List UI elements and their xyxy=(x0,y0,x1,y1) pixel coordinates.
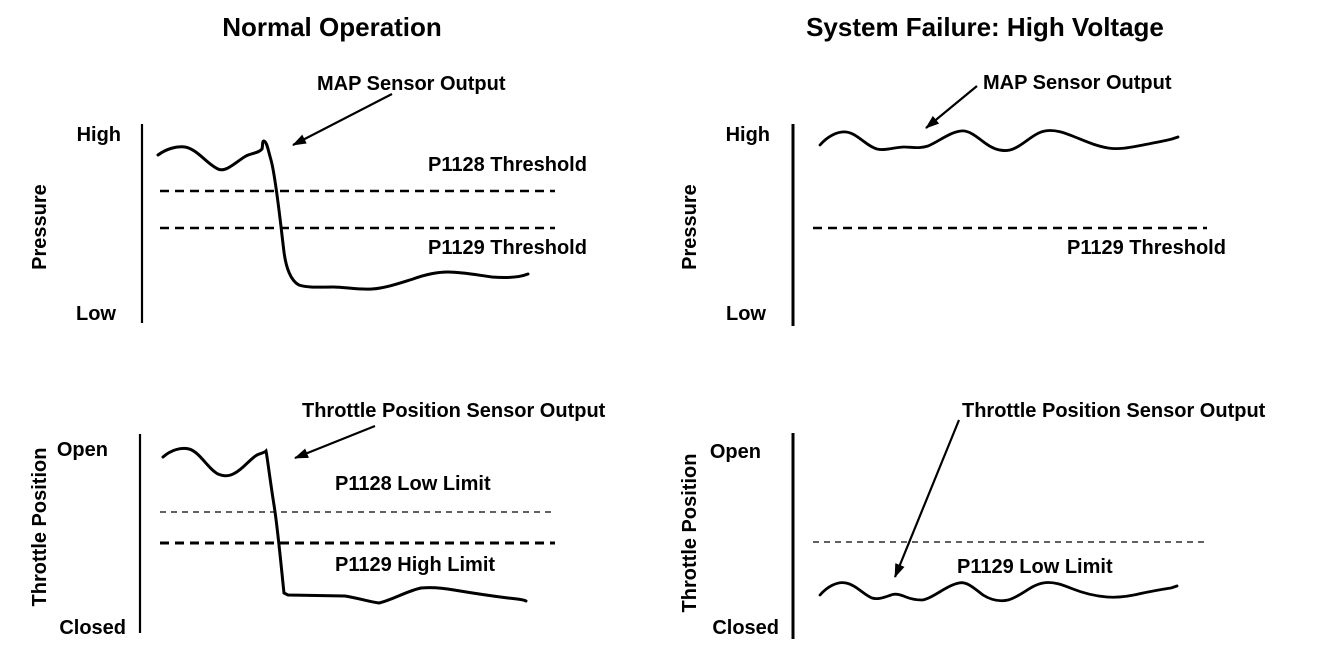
axis-min-label: Closed xyxy=(712,617,779,639)
sensor-output-label: Throttle Position Sensor Output xyxy=(962,400,1266,422)
annotation-arrow xyxy=(893,419,961,578)
limit-upper-label: P1128 Low Limit xyxy=(335,473,491,495)
tps-curve-failure xyxy=(818,581,1179,603)
panel-title-failure: System Failure: High Voltage xyxy=(806,12,1164,42)
tps-curve-normal xyxy=(161,446,528,605)
threshold-upper-label: P1128 Threshold xyxy=(428,154,587,176)
sensor-output-label: Throttle Position Sensor Output xyxy=(302,400,606,422)
map-curve-normal xyxy=(156,139,530,291)
axis-min-label: Low xyxy=(76,303,116,325)
limit-lower-label: P1129 High Limit xyxy=(335,554,495,576)
y-axis-title: Throttle Position xyxy=(29,448,51,607)
threshold-lower-label: P1129 Threshold xyxy=(428,237,587,259)
y-axis-title: Pressure xyxy=(679,184,701,270)
axis-min-label: Closed xyxy=(59,617,126,639)
threshold-label: P1129 Threshold xyxy=(1067,237,1226,259)
panel-title-normal: Normal Operation xyxy=(222,12,442,42)
sensor-output-label: MAP Sensor Output xyxy=(317,73,506,95)
axis-min-label: Low xyxy=(726,303,766,325)
y-axis-title: Pressure xyxy=(29,184,51,270)
annotation-arrow xyxy=(925,85,978,129)
limit-label: P1129 Low Limit xyxy=(957,556,1113,578)
sensor-output-label: MAP Sensor Output xyxy=(983,72,1172,94)
annotation-arrow xyxy=(294,424,376,460)
axis-max-label: High xyxy=(77,124,121,146)
annotation-arrow xyxy=(292,93,393,146)
axis-max-label: Open xyxy=(710,441,761,463)
axis-max-label: Open xyxy=(57,439,108,461)
map-curve-failure xyxy=(818,129,1180,152)
axis-max-label: High xyxy=(726,124,770,146)
y-axis-title: Throttle Position xyxy=(679,454,701,613)
